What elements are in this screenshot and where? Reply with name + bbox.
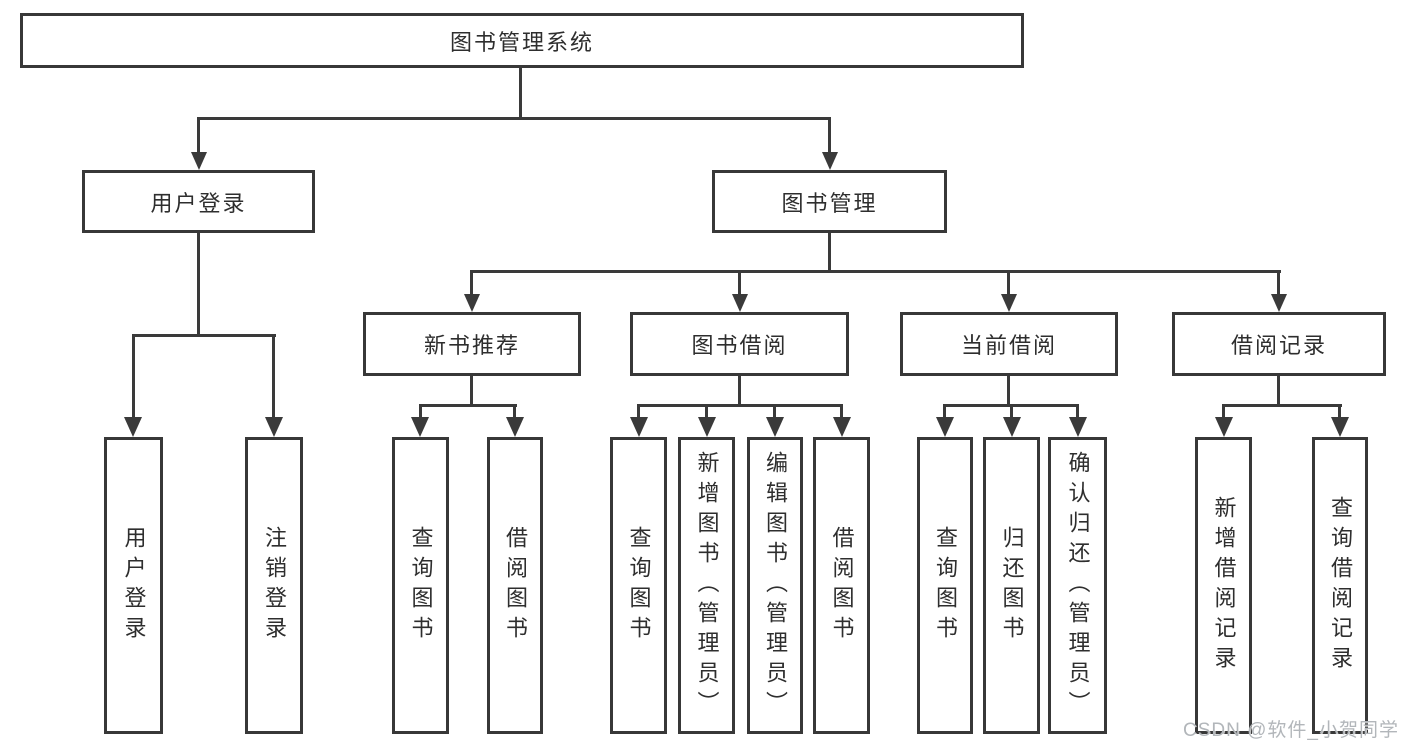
arrowhead — [1003, 417, 1021, 437]
connector-line — [828, 117, 831, 155]
node-cb-confirm-return-admin: 确认归还（管理员） — [1048, 437, 1107, 734]
arrowhead — [732, 294, 748, 312]
connector-line — [197, 117, 200, 155]
arrowhead — [1215, 417, 1233, 437]
connector-line — [637, 404, 640, 419]
node-br-add-record: 新增借阅记录 — [1195, 437, 1252, 734]
connector-line — [1007, 376, 1010, 407]
connector-line — [1076, 404, 1079, 419]
arrowhead — [191, 152, 207, 170]
node-nb-query-books: 查询图书 — [392, 437, 449, 734]
connector-line — [197, 233, 200, 337]
node-user-login: 用户登录 — [82, 170, 315, 233]
connector-line — [470, 376, 473, 407]
arrowhead — [265, 417, 283, 437]
arrowhead — [124, 417, 142, 437]
node-logout-action: 注销登录 — [245, 437, 303, 734]
watermark-text: CSDN @软件_小贺同学 — [1183, 720, 1399, 741]
node-book-management: 图书管理 — [712, 170, 947, 233]
connector-line — [1222, 404, 1225, 419]
connector-line — [470, 270, 1281, 273]
connector-line — [1277, 376, 1280, 407]
connector-line — [1277, 270, 1280, 296]
connector-line — [419, 404, 422, 419]
connector-line — [773, 404, 776, 419]
node-nb-borrow-books: 借阅图书 — [487, 437, 543, 734]
connector-line — [943, 404, 946, 419]
connector-line — [1222, 404, 1342, 407]
connector-line — [519, 68, 522, 120]
arrowhead — [833, 417, 851, 437]
node-br-query-record: 查询借阅记录 — [1312, 437, 1368, 734]
node-new-book-recommend: 新书推荐 — [363, 312, 581, 376]
connector-line — [738, 270, 741, 296]
connector-line — [637, 404, 843, 407]
connector-line — [197, 117, 831, 120]
arrowhead — [1271, 294, 1287, 312]
arrowhead — [630, 417, 648, 437]
arrowhead — [698, 417, 716, 437]
arrowhead — [1069, 417, 1087, 437]
connector-line — [132, 334, 135, 418]
node-bb-query-books: 查询图书 — [610, 437, 667, 734]
node-borrow-records: 借阅记录 — [1172, 312, 1386, 376]
connector-line — [132, 334, 276, 337]
arrowhead — [411, 417, 429, 437]
node-cb-query-books: 查询图书 — [917, 437, 973, 734]
connector-line — [705, 404, 708, 419]
connector-line — [1010, 404, 1013, 419]
connector-line — [470, 270, 473, 296]
connector-line — [1338, 404, 1341, 419]
connector-line — [513, 404, 516, 419]
node-library-system: 图书管理系统 — [20, 13, 1024, 68]
connector-line — [272, 334, 275, 418]
connector-line — [828, 233, 831, 273]
connector-line — [419, 404, 517, 407]
node-user-login-action: 用户登录 — [104, 437, 163, 734]
node-current-borrowing: 当前借阅 — [900, 312, 1118, 376]
arrowhead — [1001, 294, 1017, 312]
arrowhead — [822, 152, 838, 170]
arrowhead — [464, 294, 480, 312]
arrowhead — [1331, 417, 1349, 437]
node-bb-borrow-books: 借阅图书 — [813, 437, 870, 734]
node-book-borrowing: 图书借阅 — [630, 312, 849, 376]
arrowhead — [936, 417, 954, 437]
arrowhead — [506, 417, 524, 437]
arrowhead — [766, 417, 784, 437]
connector-line — [840, 404, 843, 419]
connector-line — [738, 376, 741, 407]
node-bb-add-books-admin: 新增图书（管理员） — [678, 437, 735, 734]
connector-line — [1007, 270, 1010, 296]
node-cb-return-books: 归还图书 — [983, 437, 1040, 734]
node-bb-edit-books-admin: 编辑图书（管理员） — [747, 437, 803, 734]
